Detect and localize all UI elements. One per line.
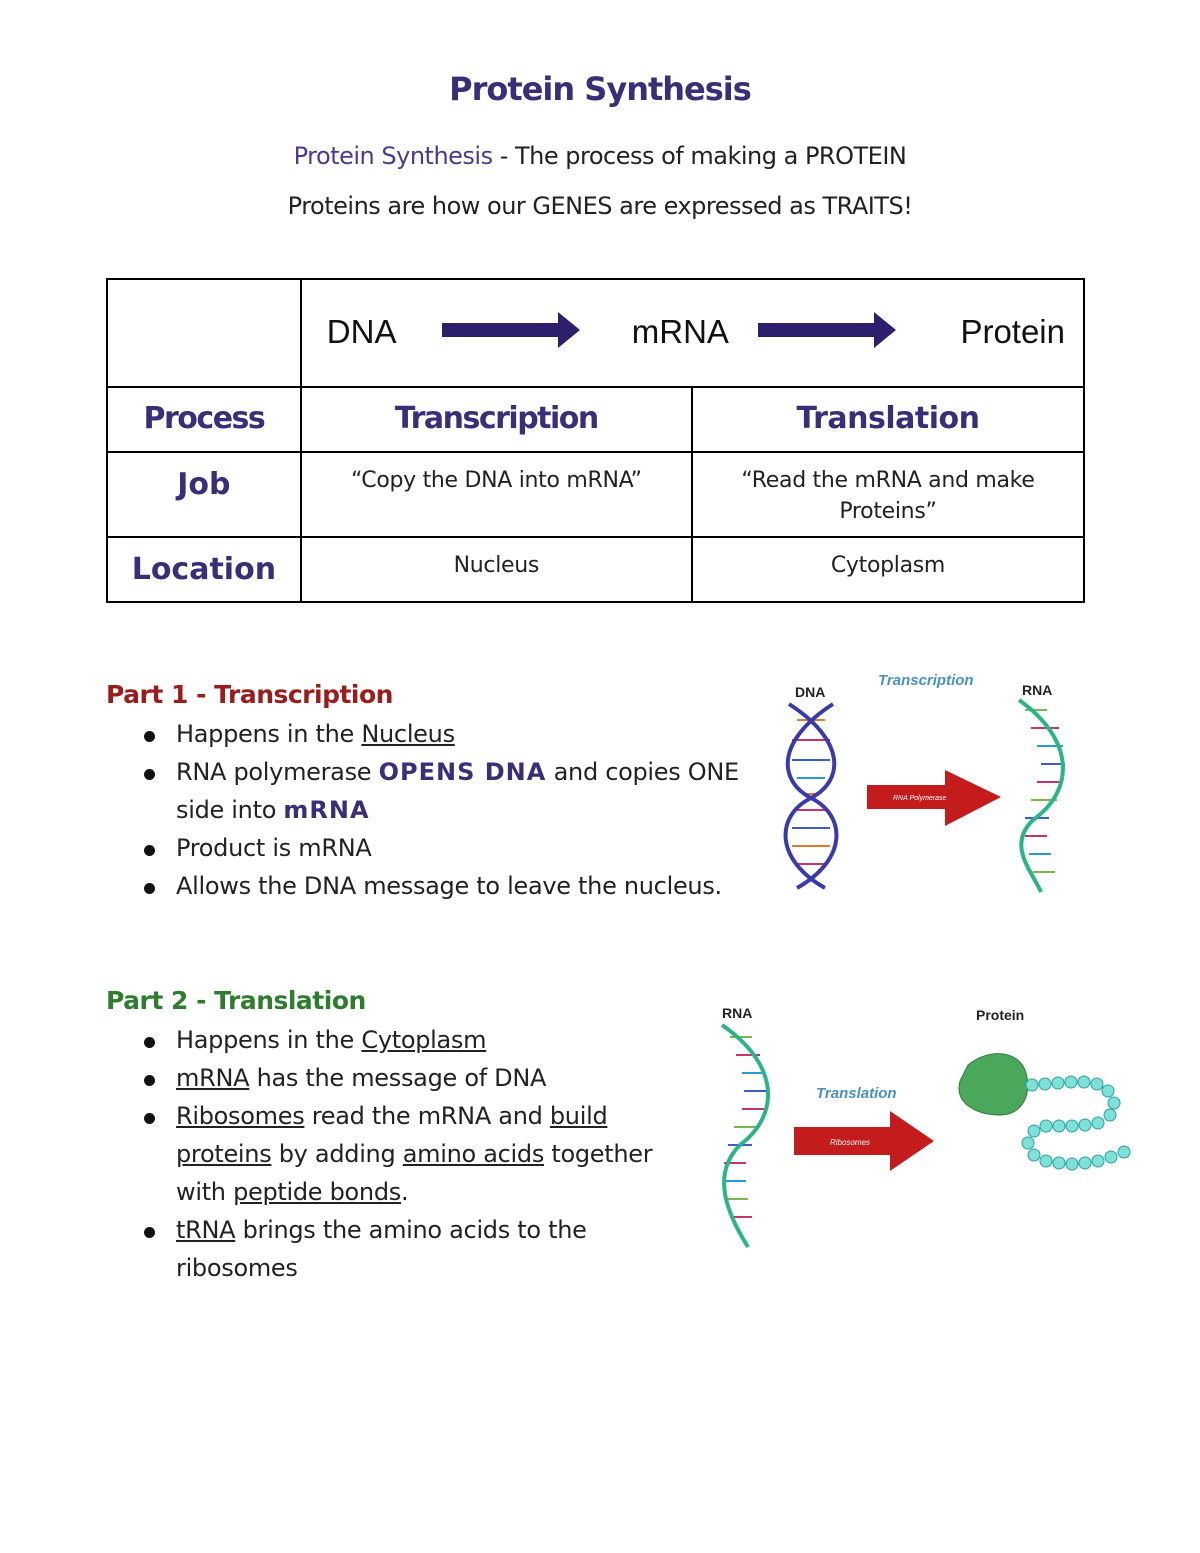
list-item: Happens in the Cytoplasm: [106, 1021, 706, 1059]
underlined-term: Nucleus: [361, 720, 455, 748]
underlined-term: tRNA: [176, 1216, 236, 1244]
text: brings the amino acids to the ribosomes: [176, 1216, 587, 1282]
diagram-transcription-label: Transcription: [878, 672, 974, 689]
list-item: Product is mRNA: [106, 829, 746, 867]
header-process: Process: [106, 386, 302, 453]
page-title: Protein Synthesis: [449, 70, 752, 108]
dna-helix-icon: RNA Polymerase: [783, 698, 1065, 893]
intro-term: Protein Synthesis: [293, 142, 493, 170]
flow-cell: DNA mRNA Protein: [299, 278, 1086, 388]
list-item: Happens in the Nucleus: [106, 715, 746, 753]
flow-diagram: DNA mRNA Protein: [302, 280, 1083, 384]
part1-list: Happens in the Nucleus RNA polymerase OP…: [106, 715, 746, 905]
flow-arrow-icon: [441, 312, 580, 348]
job-transcription: “Copy the DNA into mRNA”: [299, 451, 693, 538]
part1-heading: Part 1 - Transcription: [106, 680, 393, 709]
enzyme-label: RNA Polymerase: [893, 795, 947, 802]
diagram-translation-label: Translation: [816, 1085, 897, 1102]
enzyme-label: Ribosomes: [830, 1138, 870, 1147]
row-label-job: Job: [106, 451, 302, 538]
location-transcription: Nucleus: [299, 536, 693, 603]
underlined-term: peptide bonds: [233, 1178, 401, 1206]
intro-definition-text: - The process of making a PROTEIN: [492, 142, 907, 170]
diagram-protein-label: Protein: [976, 1007, 1025, 1023]
text: together with: [176, 1140, 653, 1206]
text: Happens in the: [176, 720, 362, 748]
location-translation: Cytoplasm: [690, 536, 1086, 603]
protein-synthesis-table: DNA mRNA Protein Process Transcription T…: [106, 278, 1086, 603]
table-empty-cell: [106, 278, 302, 388]
list-item: Allows the DNA message to leave the nucl…: [106, 867, 746, 905]
text: .: [400, 1178, 409, 1206]
intro-definition: Protein Synthesis - The process of makin…: [0, 142, 1200, 170]
intro-statement: Proteins are how our GENES are expressed…: [287, 192, 913, 220]
amino-acid-chain-icon: [1021, 1075, 1131, 1171]
text: read the mRNA and: [304, 1102, 550, 1130]
text: and copies ONE side into: [176, 758, 739, 824]
job-translation: “Read the mRNA and make Proteins”: [690, 451, 1086, 538]
flow-arrow-icon: [757, 312, 896, 348]
header-translation: Translation: [690, 386, 1086, 453]
underlined-term: Ribosomes: [176, 1102, 305, 1130]
list-item: tRNA brings the amino acids to the ribos…: [106, 1211, 706, 1287]
underlined-term: build proteins: [176, 1102, 608, 1168]
translation-diagram: RNA Translation Protein Ribosomes: [700, 985, 1150, 1255]
list-item: Ribosomes read the mRNA and build protei…: [106, 1097, 706, 1211]
ribosome-icon: [958, 1053, 1029, 1116]
text: RNA polymerase: [176, 758, 379, 786]
diagram-rna-label: RNA: [1022, 682, 1053, 698]
diagram-rna-label: RNA: [722, 1005, 753, 1021]
emphasis-text: OPENS DNA: [378, 758, 547, 786]
flow-protein-label: Protein: [960, 313, 1065, 350]
underlined-term: Cytoplasm: [361, 1026, 487, 1054]
list-item: mRNA has the message of DNA: [106, 1059, 706, 1097]
row-label-location: Location: [106, 536, 302, 603]
emphasis-text: mRNA: [283, 796, 370, 824]
list-item: RNA polymerase OPENS DNA and copies ONE …: [106, 753, 746, 829]
arrow-icon: [794, 1127, 894, 1155]
text: by adding: [271, 1140, 403, 1168]
text: has the message of DNA: [249, 1064, 547, 1092]
part2-list: Happens in the Cytoplasm mRNA has the me…: [106, 1021, 706, 1287]
transcription-diagram: DNA Transcription RNA RNA Polymerase: [775, 660, 1095, 900]
underlined-term: amino acids: [402, 1140, 545, 1168]
flow-dna-label: DNA: [326, 313, 397, 350]
text: Happens in the: [176, 1026, 362, 1054]
flow-mrna-label: mRNA: [631, 313, 729, 350]
header-transcription: Transcription: [299, 386, 693, 453]
translation-illustration: Ribosomes: [720, 1023, 1131, 1249]
part2-heading: Part 2 - Translation: [106, 986, 366, 1015]
diagram-dna-label: DNA: [795, 684, 826, 700]
underlined-term: mRNA: [176, 1064, 250, 1092]
